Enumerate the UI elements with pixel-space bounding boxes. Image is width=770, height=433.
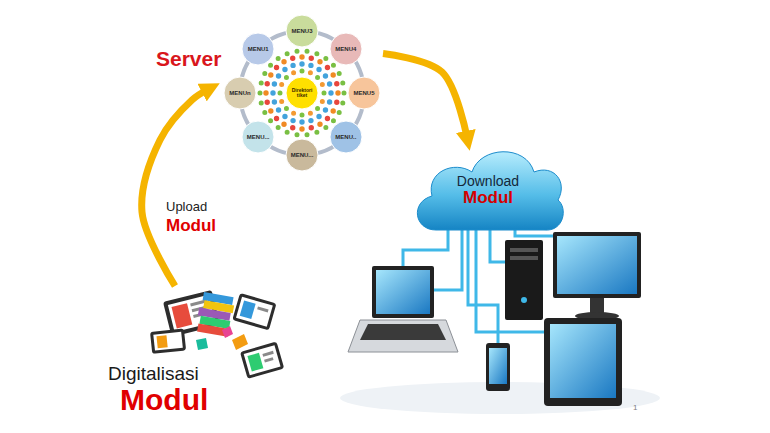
tablet-frame — [150, 328, 186, 353]
circle-fill — [286, 139, 318, 171]
tablet-frame — [544, 318, 622, 406]
menu-label: MENU... — [247, 134, 270, 141]
cloud-node: DownloadModul — [408, 138, 568, 238]
phone-frame — [486, 343, 510, 391]
page-line — [264, 357, 273, 362]
menu-circle: MENU1 — [241, 32, 275, 66]
page-line — [257, 306, 268, 312]
server-title: Server — [156, 48, 221, 69]
cloud-title: Download — [457, 174, 519, 189]
menu-label: MENU.. — [335, 134, 356, 141]
menu-circle: MENU4 — [329, 32, 363, 66]
center-label: Direktori tiket — [288, 88, 316, 99]
circle-fill — [242, 33, 274, 65]
monitor-screen — [557, 236, 637, 294]
digital-subtitle: Modul — [120, 385, 208, 415]
tablet-screen — [153, 332, 183, 351]
dot-ring — [280, 71, 324, 115]
tower-bay — [510, 248, 538, 252]
circle-fill — [330, 121, 362, 153]
devices — [348, 232, 641, 406]
flying-page — [196, 338, 208, 350]
tablet-screen — [244, 345, 281, 375]
flow-arrow — [142, 90, 208, 286]
center-circle: Direktori tiket — [285, 76, 319, 110]
monitor-frame — [553, 232, 641, 298]
menu-label: MENU3 — [291, 28, 312, 35]
page-color — [247, 353, 263, 372]
dot-ring — [266, 57, 338, 129]
digital-node: DigitalisasiModul — [100, 286, 290, 426]
tablet-screen — [236, 297, 273, 327]
flow-arrow — [383, 54, 467, 137]
cloud-subtitle: Modul — [463, 189, 513, 208]
laptop-screen — [376, 270, 430, 314]
menu-label: MENU1 — [248, 46, 269, 53]
flying-page — [222, 326, 233, 338]
circle-fill — [330, 33, 362, 65]
tower-bay — [510, 256, 538, 260]
dot-ring — [273, 64, 331, 122]
pc-tower — [505, 240, 543, 320]
page-color — [240, 300, 256, 319]
edge-caption: Modul — [166, 217, 216, 236]
page-line — [262, 351, 273, 357]
tablet-icon — [240, 342, 284, 379]
laptop-base — [348, 320, 458, 352]
tablet-screen — [550, 324, 616, 398]
tablet-icon — [232, 293, 276, 330]
menu-circle: MENU5 — [347, 76, 381, 110]
wire — [476, 228, 544, 332]
page-color — [171, 303, 192, 328]
menu-circle: MENUn — [223, 76, 257, 110]
menu-circle: MENU... — [241, 120, 275, 154]
page-color — [156, 335, 167, 348]
menu-circle: MENU3 — [285, 14, 319, 48]
cloud-outline — [417, 152, 563, 230]
dot-ring — [266, 57, 338, 129]
page-number: 1 — [633, 404, 637, 413]
laptop-screen-frame — [372, 266, 434, 318]
circle-fill — [224, 77, 256, 109]
wire — [490, 228, 505, 262]
circle-fill — [242, 121, 274, 153]
laptop-keyboard — [360, 324, 446, 340]
digital-title: Digitalisasi — [108, 364, 199, 383]
circle-fill — [286, 77, 318, 109]
server-node: ServerMENU3MENU1MENU4MENUnDirektori tike… — [223, 14, 381, 172]
wire — [403, 228, 448, 266]
circle-fill — [348, 77, 380, 109]
monitor-stand — [590, 298, 604, 314]
tablet-frame — [232, 293, 276, 330]
edge-caption: Upload — [166, 200, 207, 214]
server-ring — [240, 31, 364, 155]
menu-label: MENUn — [229, 90, 250, 97]
dot-ring — [260, 51, 344, 135]
tablet-icon — [150, 328, 186, 353]
phone-screen — [489, 348, 507, 384]
power-light — [521, 297, 527, 303]
dot-ring — [280, 71, 324, 115]
menu-circle: MENU.. — [329, 120, 363, 154]
menu-label: MENU4 — [335, 46, 356, 53]
wire — [434, 228, 462, 290]
menu-label: MENU... — [291, 152, 314, 159]
ring-outline — [240, 31, 364, 155]
tablet-frame — [240, 342, 284, 379]
flying-page — [232, 334, 248, 350]
circle-fill — [286, 15, 318, 47]
menu-label: MENU5 — [353, 90, 374, 97]
menu-circle: MENU... — [285, 138, 319, 172]
wire — [468, 228, 498, 343]
